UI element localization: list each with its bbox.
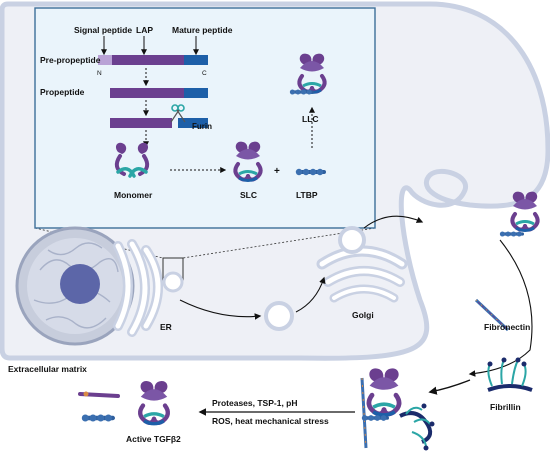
propeptide-mature-segment: [184, 88, 208, 98]
activation-factors-line2: ROS, heat mechanical stress: [212, 416, 329, 426]
signal-peptide-label: Signal peptide: [74, 25, 132, 35]
transport-vesicle: [264, 301, 294, 331]
furin-label: Furin: [192, 122, 212, 131]
llc-label: LLC: [302, 114, 319, 124]
n-terminus-label: N: [97, 70, 102, 77]
released-lap-fragment: [78, 391, 120, 398]
monomer-graphic: [114, 142, 150, 178]
arrow-er-to-vesicle: [179, 299, 262, 320]
activation-factors-line1: Proteases, TSP-1, pH: [212, 398, 298, 408]
monomer-label: Monomer: [114, 190, 153, 200]
arrow-fibrillin-to-complex: [428, 379, 471, 395]
golgi-label: Golgi: [352, 310, 374, 320]
slc-label: SLC: [240, 190, 257, 200]
matrix-bound-complex: [360, 368, 435, 451]
nucleus: [15, 226, 135, 346]
cleaved-lap-segment: [110, 118, 172, 128]
pre-propeptide-mature-segment: [184, 55, 208, 65]
er-label: ER: [160, 322, 172, 332]
fibronectin-fiber: [474, 298, 510, 332]
furin-scissors-icon: [170, 104, 186, 123]
lap-label: LAP: [136, 25, 153, 35]
endoplasmic-reticulum: [113, 239, 163, 337]
c-terminus-label: C: [202, 70, 207, 77]
arrow-golgi-to-secretion: [363, 215, 424, 229]
fibronectin-label: Fibronectin: [484, 322, 530, 332]
extracellular-matrix-title: Extracellular matrix: [8, 364, 87, 374]
ltbp-label: LTBP: [296, 190, 318, 200]
pre-propeptide-label: Pre-propeptide: [40, 55, 101, 65]
plus-sign: +: [274, 166, 280, 177]
propeptide-lap-segment: [110, 88, 184, 98]
cleaved-mature-segment: [178, 118, 208, 128]
active-tgf-label: Active TGFβ2: [126, 434, 181, 444]
pre-propeptide-lap-segment: [112, 55, 184, 65]
fibrillin-label: Fibrillin: [490, 402, 521, 412]
ltbp-graphic: [295, 168, 326, 176]
arrow-secretion-to-matrix: [468, 239, 533, 377]
released-ltbp-fragment: [81, 414, 115, 422]
arrow-vesicle-to-golgi: [295, 276, 326, 313]
er-vesicle: [162, 271, 184, 293]
mature-peptide-label: Mature peptide: [172, 25, 233, 35]
golgi-apparatus: [316, 226, 408, 303]
pre-propeptide-signal-segment: [98, 55, 112, 65]
propeptide-label: Propeptide: [40, 87, 85, 97]
active-tgf-graphic: [140, 381, 168, 424]
fibrillin-graphic: [487, 357, 533, 392]
